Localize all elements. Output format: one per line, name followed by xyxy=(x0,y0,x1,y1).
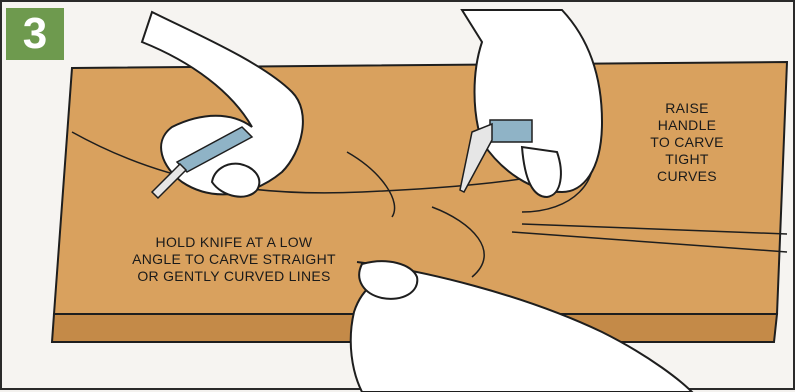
annotation-line: CURVES xyxy=(632,168,742,185)
annotation-line: HANDLE xyxy=(632,117,742,134)
annotation-line: RAISE xyxy=(632,100,742,117)
hold-knife-annotation: HOLD KNIFE AT A LOW ANGLE TO CARVE STRAI… xyxy=(120,234,348,285)
annotation-line: TO CARVE xyxy=(632,134,742,151)
step-number-badge: 3 xyxy=(6,8,64,60)
annotation-line: HOLD KNIFE AT A LOW xyxy=(120,234,348,251)
annotation-line: ANGLE TO CARVE STRAIGHT xyxy=(120,251,348,268)
annotation-line: OR GENTLY CURVED LINES xyxy=(120,268,348,285)
annotation-line: TIGHT xyxy=(632,151,742,168)
raise-handle-annotation: RAISE HANDLE TO CARVE TIGHT CURVES xyxy=(632,100,742,185)
